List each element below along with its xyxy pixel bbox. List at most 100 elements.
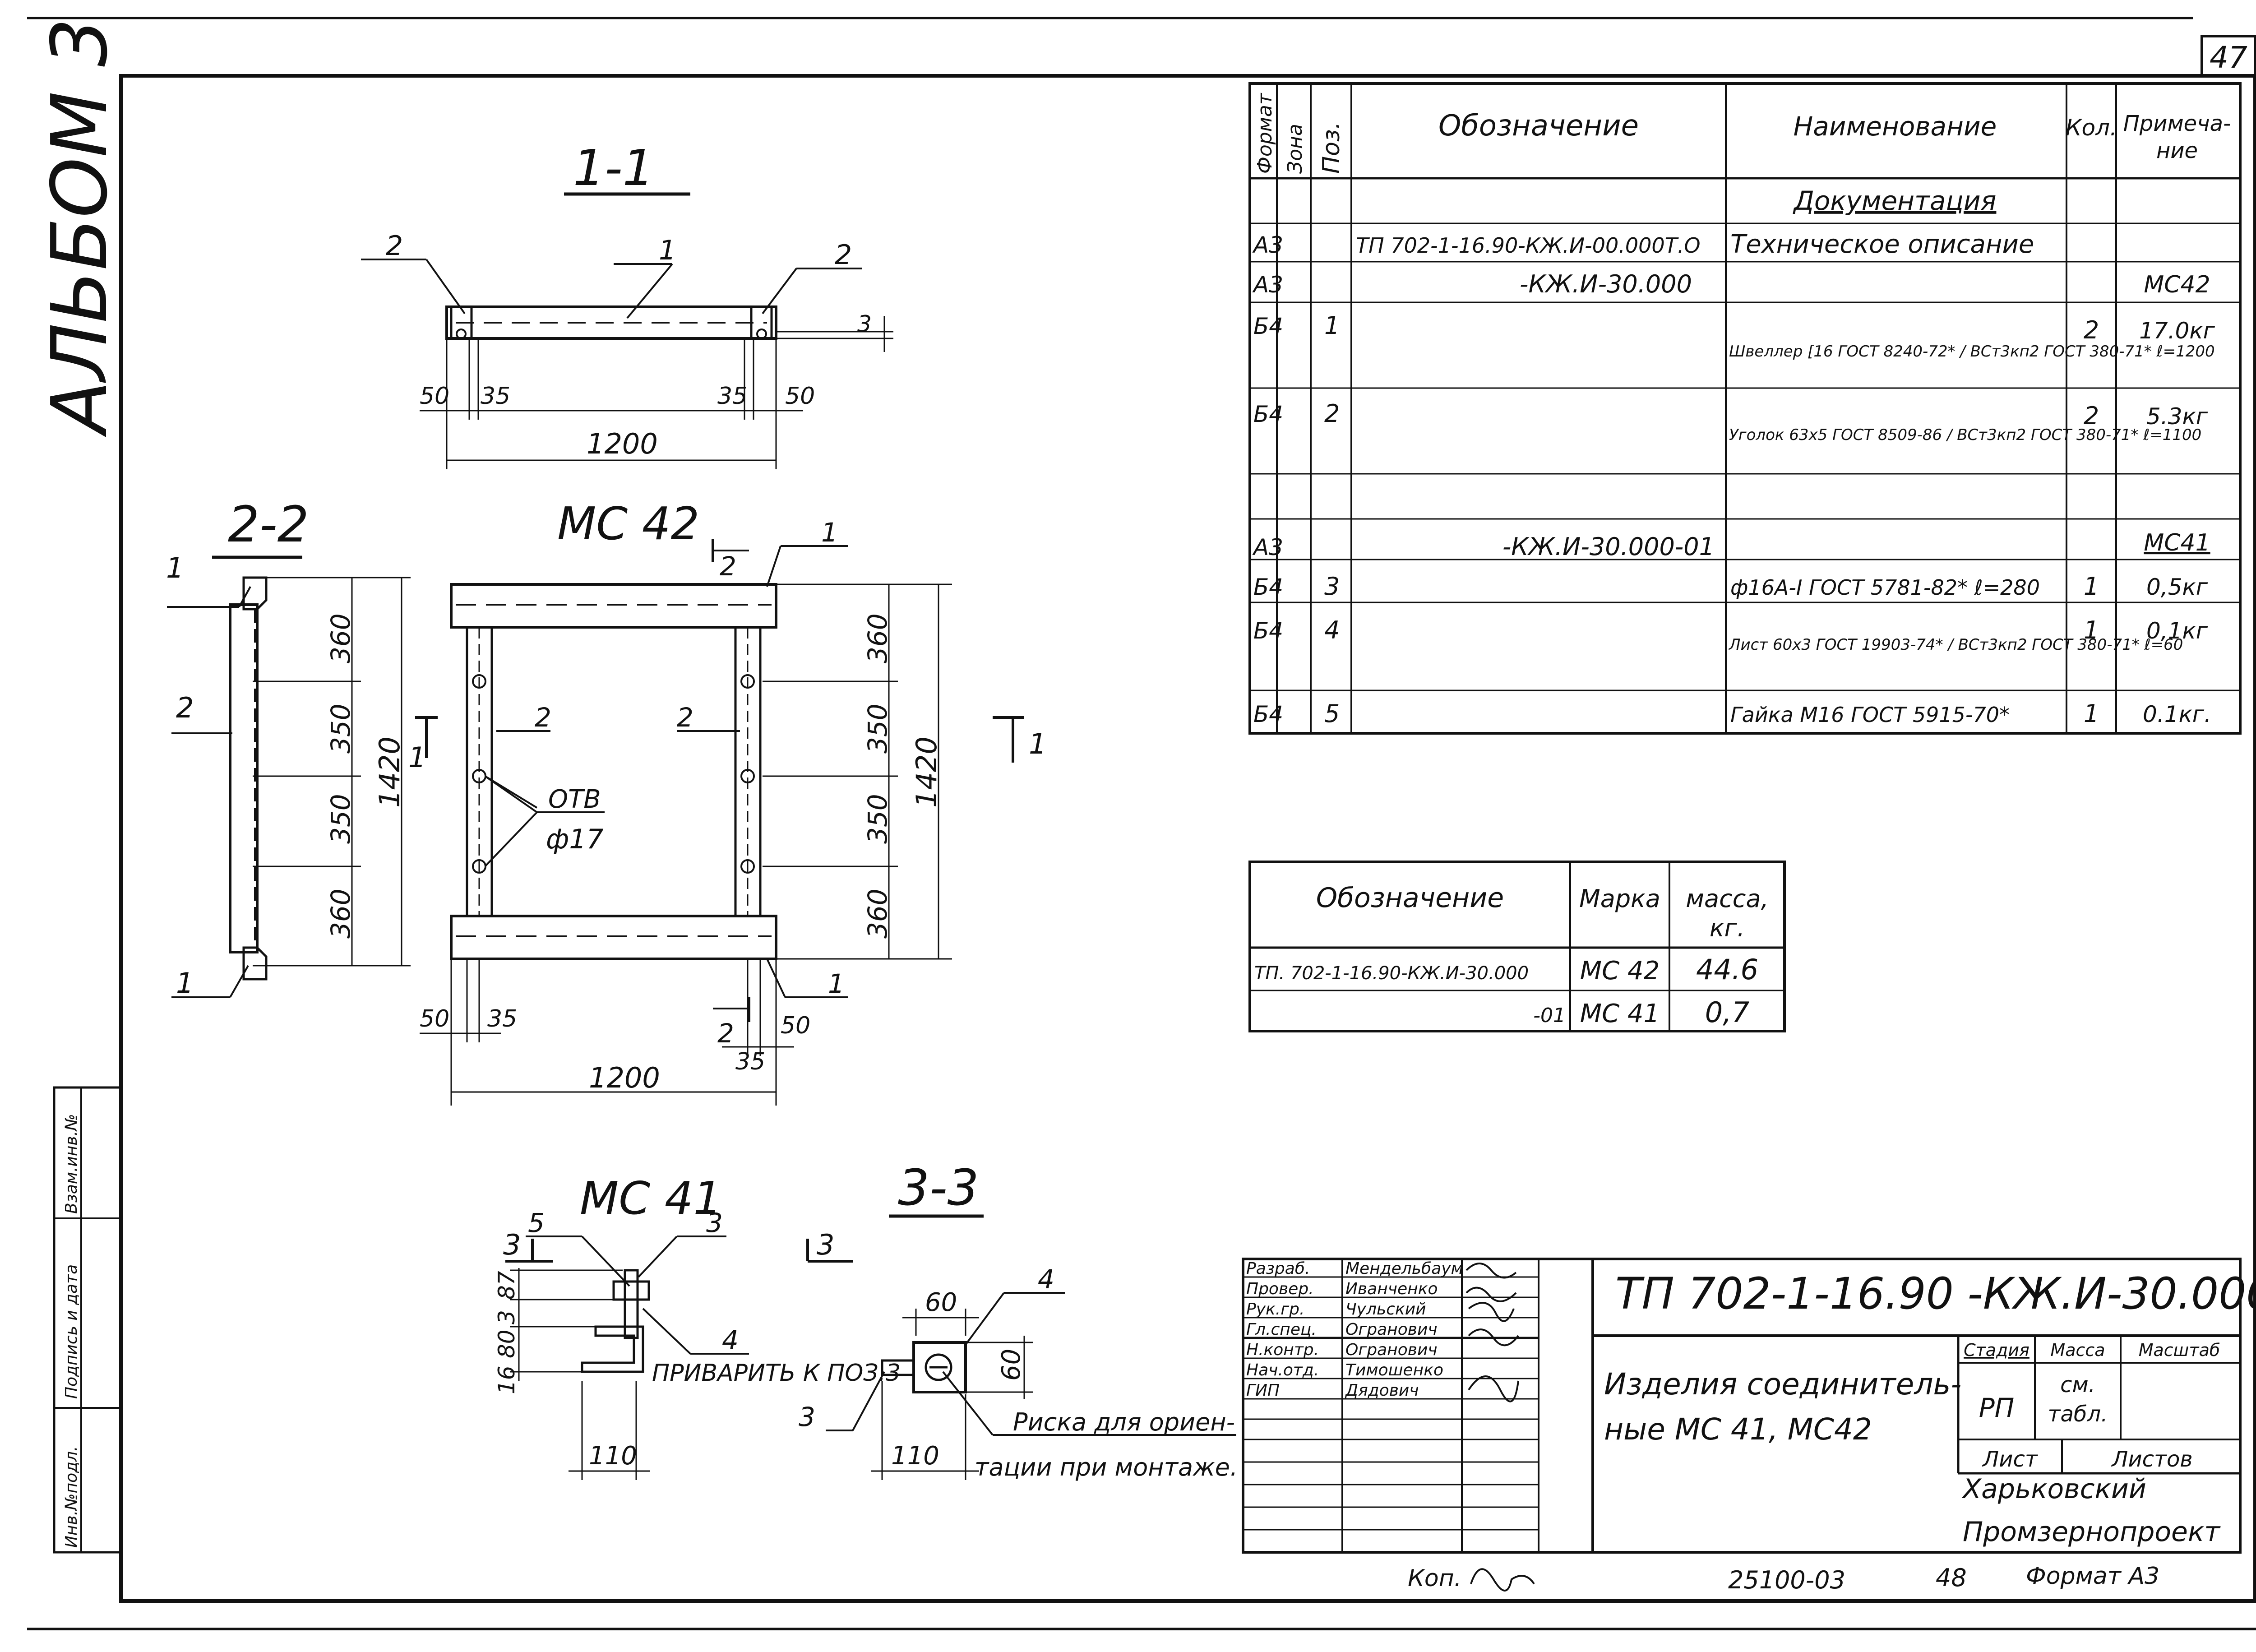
tb-role-2: Рук.гр. bbox=[1246, 1300, 1304, 1319]
tb-sheets-label: Листов bbox=[2111, 1447, 2192, 1472]
mass-row-1-mark: МС 41 bbox=[1580, 999, 1660, 1028]
mass-row-1-designation: -01 bbox=[1533, 1004, 1566, 1027]
spec-row-5-format: Б4 bbox=[1253, 574, 1283, 600]
spec-row-5-pos: 3 bbox=[1324, 572, 1340, 601]
dim-60-sec33-side: 60 bbox=[997, 1349, 1026, 1381]
album-label: АЛЬБОМ 3 bbox=[35, 18, 125, 438]
callout-1-top: 1 bbox=[659, 235, 676, 266]
tb-stage-value: РП bbox=[1979, 1393, 2015, 1423]
tb-mass-value-2: табл. bbox=[2048, 1402, 2108, 1427]
callout-1-mc42-bottom: 1 bbox=[828, 968, 845, 999]
mass-header-designation: Обозначение bbox=[1316, 882, 1504, 914]
mass-row-0-mark: МС 42 bbox=[1580, 956, 1660, 986]
callout-2-left: 2 bbox=[386, 230, 403, 262]
spec-row-6-note: 0,1кг bbox=[2146, 618, 2208, 644]
mc42-title: МС 42 bbox=[557, 497, 699, 550]
callout-4-sec33: 4 bbox=[1038, 1264, 1054, 1295]
tb-role-5: Нач.отд. bbox=[1246, 1361, 1319, 1379]
spec-row-7-note: 0.1кг. bbox=[2143, 701, 2211, 727]
spec-row-2-name: Швеллер [16 ГОСТ 8240-72* / ВСт3кп2 ГОСТ… bbox=[1729, 342, 2215, 361]
spec-row-1-note: МС42 bbox=[2144, 271, 2210, 298]
spec-row-0-name: Техническое описание bbox=[1730, 230, 2034, 259]
tb-name-1: Иванченко bbox=[1345, 1280, 1438, 1298]
cut-3-right: 3 bbox=[817, 1228, 834, 1261]
weld-note: ПРИВАРИТЬ К ПОЗ.3 bbox=[652, 1360, 901, 1387]
footer-archive: 25100-03 bbox=[1728, 1566, 1845, 1594]
dim-360-sec22-top: 360 bbox=[325, 613, 356, 663]
spec-header-format: Формат bbox=[1253, 93, 1276, 174]
cut-1-right: 1 bbox=[1029, 727, 1046, 760]
callout-2-mc42-left: 2 bbox=[535, 702, 551, 733]
spec-header-note-2: ние bbox=[2156, 138, 2198, 163]
spec-row-3-name: Уголок 63х5 ГОСТ 8509-86 / ВСт3кп2 ГОСТ … bbox=[1729, 426, 2201, 444]
mc41-title: МС 41 bbox=[580, 1172, 722, 1225]
spec-row-1-designation: -КЖ.И-30.000 bbox=[1520, 270, 1692, 298]
spec-header-pos: Поз. bbox=[1318, 122, 1345, 174]
spec-row-5-qty: 1 bbox=[2084, 572, 2099, 601]
spec-row-1-format: А3 bbox=[1252, 272, 1283, 298]
callout-1-sec22-top: 1 bbox=[166, 551, 184, 584]
page-number-box bbox=[2201, 35, 2256, 77]
tb-role-4: Н.контр. bbox=[1246, 1341, 1319, 1359]
tb-name-3: Огранович bbox=[1345, 1320, 1438, 1339]
spec-row-2-pos: 1 bbox=[1324, 311, 1340, 340]
spec-header-zone: Зона bbox=[1284, 124, 1307, 174]
dim-1420-sec22: 1420 bbox=[373, 736, 406, 808]
tb-name-4: Огранович bbox=[1345, 1341, 1438, 1359]
tb-name-0: Мендельбаум bbox=[1345, 1259, 1463, 1278]
dim-1200-mc42: 1200 bbox=[589, 1061, 660, 1094]
mass-header-mass-2: кг. bbox=[1710, 914, 1745, 942]
dim-1200-sec11: 1200 bbox=[587, 427, 658, 460]
mass-row-1-mass: 0,7 bbox=[1705, 996, 1750, 1029]
dim-35-mc42-right: 35 bbox=[735, 1048, 765, 1075]
title-block: Разраб. Мендельбаум Провер. Иванченко Ру… bbox=[1242, 1258, 2256, 1554]
dim-360-sec22-bottom: 360 bbox=[325, 888, 356, 939]
side-stamp-inv-podl: Инв.№подл. bbox=[62, 1446, 81, 1548]
drawing-frame bbox=[119, 74, 2256, 1603]
cut-3-left: 3 bbox=[503, 1228, 521, 1261]
spec-row-4-note: МС41 bbox=[2144, 529, 2210, 556]
tb-stage-label: Стадия bbox=[1964, 1340, 2029, 1360]
footer-kop: Коп. bbox=[1408, 1565, 1461, 1592]
spec-row-7-qty: 1 bbox=[2084, 699, 2099, 728]
footer-format: Формат А3 bbox=[2026, 1563, 2159, 1590]
spec-header-note-1: Примеча- bbox=[2123, 111, 2231, 136]
spec-header-name: Наименование bbox=[1794, 111, 1997, 142]
orientation-mark-note-1: Риска для ориен- bbox=[1013, 1408, 1235, 1436]
tb-role-0: Разраб. bbox=[1246, 1259, 1310, 1278]
spec-row-0-designation: ТП 702-1-16.90-КЖ.И-00.000Т.О bbox=[1356, 233, 1701, 258]
dim-350-sec22-a: 350 bbox=[325, 703, 356, 754]
section-1-1-view: 1-1 2 1 2 1200 50 35 35 50 3 bbox=[361, 139, 893, 469]
cut-1-left: 1 bbox=[408, 741, 426, 774]
callout-3-sec33: 3 bbox=[799, 1402, 815, 1432]
dim-1420-mc42: 1420 bbox=[910, 736, 943, 808]
cut-2-bottom: 2 bbox=[717, 1018, 734, 1049]
dim-110-mc41: 110 bbox=[589, 1441, 637, 1471]
callout-2-mc42-right: 2 bbox=[677, 702, 693, 733]
dim-350-sec22-b: 350 bbox=[325, 794, 356, 844]
spec-row-3-qty: 2 bbox=[2084, 402, 2099, 430]
dim-350-mc42-b: 350 bbox=[862, 794, 893, 844]
spec-row-3-format: Б4 bbox=[1253, 401, 1283, 427]
mass-row-0-mass: 44.6 bbox=[1696, 953, 1758, 986]
signature-marks bbox=[1465, 1263, 1519, 1402]
spec-row-7-name: Гайка М16 ГОСТ 5915-70* bbox=[1730, 703, 2010, 727]
mass-header-mass-1: масса, bbox=[1686, 884, 1768, 913]
tb-org-1: Харьковский bbox=[1961, 1473, 2146, 1505]
dim-87-mc41: 87 bbox=[494, 1271, 520, 1300]
callout-1-mc42-top: 1 bbox=[821, 517, 838, 548]
spec-row-6-qty: 1 bbox=[2084, 616, 2099, 644]
mc41-view: МС 41 3 3 5 3 4 ПРИВАРИТЬ К ПОЗ.3 87 3 8… bbox=[494, 1172, 901, 1480]
orientation-mark-note-2: тации при монтаже. bbox=[975, 1453, 1238, 1481]
holes-otv-label: ОТВ bbox=[548, 785, 601, 814]
spec-row-4-format: А3 bbox=[1252, 534, 1283, 560]
dim-50-mc42: 50 bbox=[420, 1005, 449, 1032]
dim-3-sec11: 3 bbox=[857, 311, 872, 337]
dim-110-sec33: 110 bbox=[891, 1441, 939, 1471]
tb-mass-label: Масса bbox=[2050, 1340, 2105, 1360]
cut-2-top: 2 bbox=[720, 551, 736, 582]
callout-2-right: 2 bbox=[835, 239, 852, 271]
callout-4-mc41: 4 bbox=[722, 1325, 739, 1356]
spec-row-6-pos: 4 bbox=[1324, 616, 1340, 644]
